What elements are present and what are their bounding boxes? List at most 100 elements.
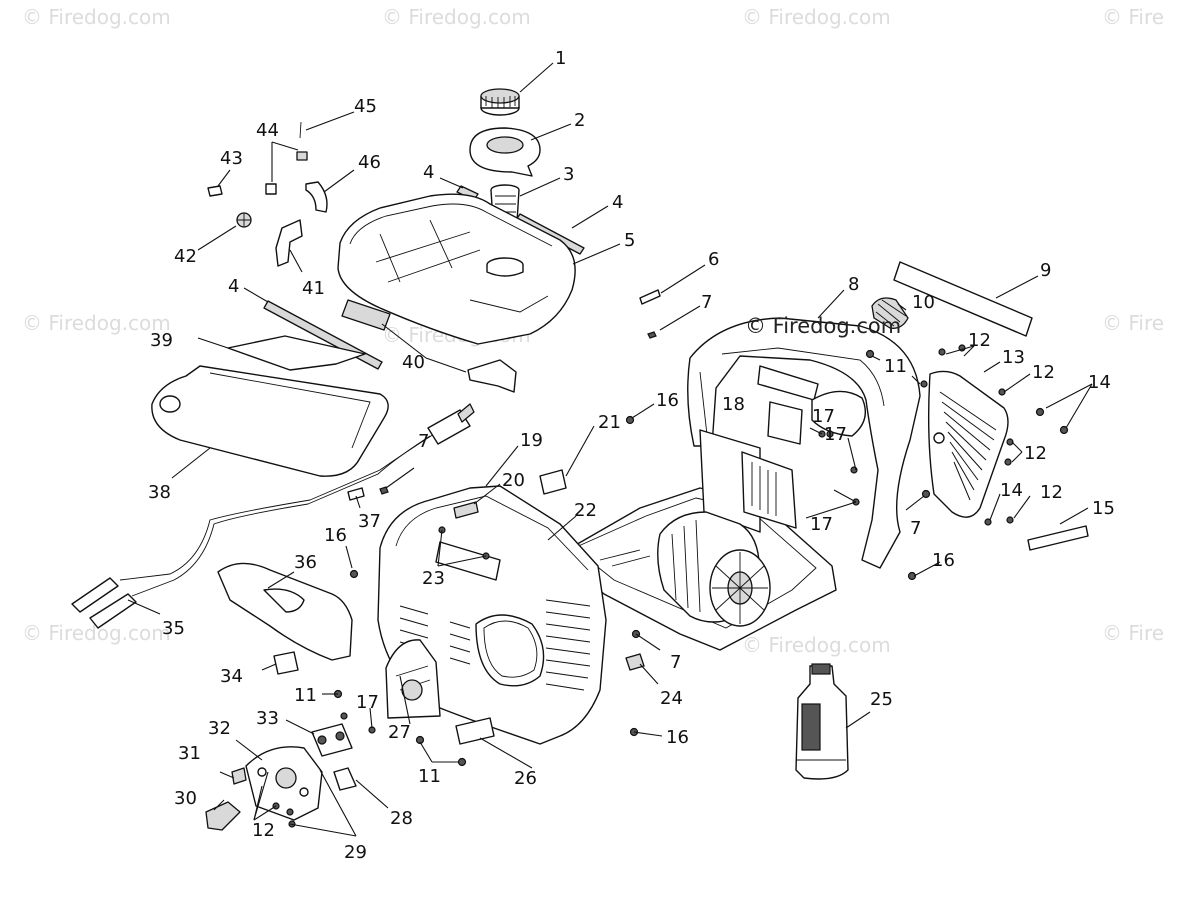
callout-number: 29 [344,842,367,863]
rating-label-drawing [455,717,495,745]
callout-numbers: 1 2 3 4 4 4 5 6 7 7 7 7 8 9 10 11 11 11 … [148,48,1115,863]
callout-number: 15 [1092,498,1115,519]
callout-number: 4 [423,162,434,183]
callout-number: 9 [1040,260,1051,281]
watermark-tile: © Firedog.com [22,5,171,29]
callout-number: 45 [354,96,377,117]
callout-number: 16 [324,525,347,546]
callout-number: 2 [574,110,585,131]
callout-number: 17 [824,424,847,445]
callout-number: 12 [252,820,275,841]
watermark: © Firedog.com [745,314,901,338]
small-parts-drawing [207,121,328,267]
callout-number: 6 [708,249,719,270]
callout-number: 36 [294,552,317,573]
callout-number: 4 [612,192,623,213]
callout-number: 14 [1088,372,1111,393]
callout-number: 32 [208,718,231,739]
callout-number: 12 [1032,362,1055,383]
switch-drawing [625,653,645,671]
callout-number: 24 [660,688,683,709]
bracket-drawing [341,299,517,393]
callout-number: 26 [514,768,537,789]
callout-number: 11 [294,685,317,706]
callout-number: 17 [810,514,833,535]
callout-number: 39 [150,330,173,351]
leader-lines [127,62,1093,837]
label-and-screw-drawing [347,289,661,501]
callout-number: 34 [220,666,243,687]
callout-number: 27 [388,722,411,743]
callout-number: 28 [390,808,413,829]
callout-number: 35 [162,618,185,639]
callout-number: 40 [402,352,425,373]
watermark-tile: © Fire [1102,621,1164,645]
small-label-drawing [273,651,299,675]
callout-number: 12 [1024,443,1047,464]
side-grille-drawing [927,370,1009,518]
filter-pad-drawing [871,297,909,329]
callout-number: 20 [502,470,525,491]
watermark-tile: © Firedog.com [742,633,891,657]
callout-number: 5 [624,230,635,251]
callout-number: 31 [178,743,201,764]
callout-number: 12 [1040,482,1063,503]
callout-number: 7 [670,652,681,673]
tray-plate-drawing [151,335,389,477]
watermark-tile: © Firedog.com [742,5,891,29]
callout-number: 13 [1002,347,1025,368]
callout-number: 8 [848,274,859,295]
callout-number: 43 [220,148,243,169]
callout-number: 11 [418,766,441,787]
callout-number: 11 [884,356,907,377]
fuse-holder-drawing [453,469,567,519]
callout-number: 18 [722,394,745,415]
label-drawing [767,401,803,445]
callout-number: 33 [256,708,279,729]
watermark-tile: © Fire [1102,311,1164,335]
callout-number: 25 [870,689,893,710]
callout-number: 12 [968,330,991,351]
cap-gasket-drawing [469,127,541,177]
side-panel-drawing [217,562,353,661]
watermark-tile: © Fire [1102,5,1164,29]
strip-label-drawing [893,261,1033,337]
callout-number: 7 [701,292,712,313]
callout-number: 41 [302,278,325,299]
callout-number: 4 [228,276,239,297]
callout-number: 16 [932,550,955,571]
callout-number: 46 [358,152,381,173]
battery-cable-drawing [71,403,475,629]
fuel-tank-drawing [337,193,576,345]
fastener-drawing [272,344,1069,828]
oil-bottle-drawing [795,663,849,780]
callout-number: 16 [656,390,679,411]
callout-number: 38 [148,482,171,503]
callout-number: 3 [563,164,574,185]
control-panel-drawing [385,639,441,719]
callout-number: 19 [520,430,543,451]
engine-drawing [657,511,771,627]
callout-number: 7 [910,518,921,539]
callout-number: 37 [358,511,381,532]
label-plate-drawing [1027,525,1089,551]
watermark-tile: © Firedog.com [22,311,171,335]
watermark-tile: © Firedog.com [382,5,531,29]
callout-number: 10 [912,292,935,313]
callout-number: 42 [174,246,197,267]
callout-number: 23 [422,568,445,589]
callout-number: 1 [555,48,566,69]
callout-number: 21 [598,412,621,433]
callout-number: 30 [174,788,197,809]
rear-housing-drawing [687,317,921,569]
outlet-panel-drawing [205,723,357,831]
fuel-cap-drawing [480,88,520,116]
callout-number: 16 [666,727,689,748]
callout-number: 17 [812,406,835,427]
callout-number: 22 [574,500,597,521]
callout-number: 44 [256,120,279,141]
callout-number: 17 [356,692,379,713]
callout-number: 7 [418,431,429,452]
